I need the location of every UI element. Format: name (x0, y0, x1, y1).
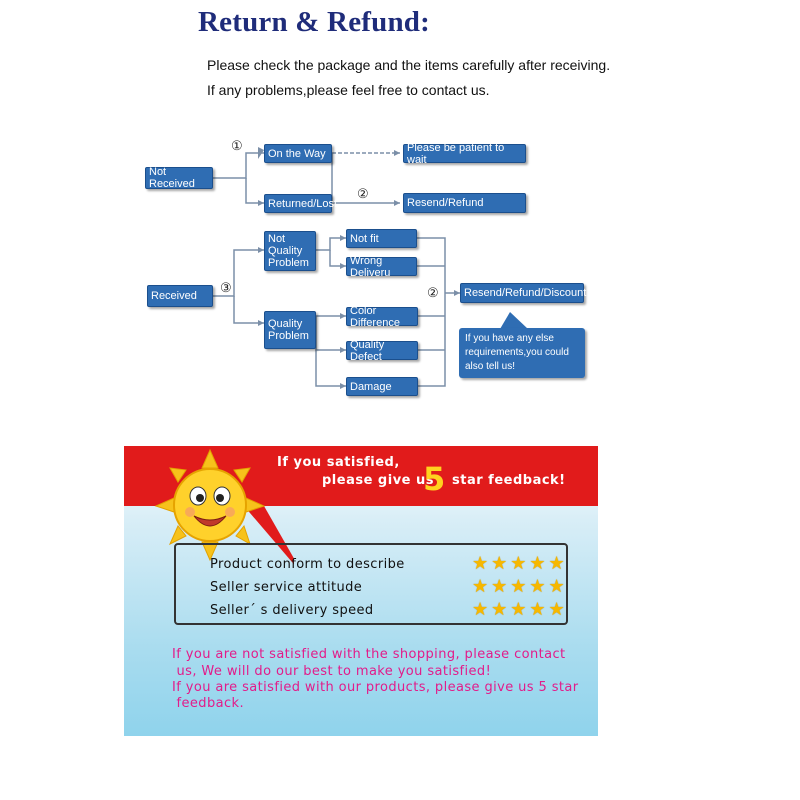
message-line-1: If you are not satisfied with the shoppi… (172, 647, 566, 662)
feedback-panel: If you satisfied, please give us 5 star … (124, 446, 598, 736)
message-line-3: If you are satisfied with our products, … (172, 680, 579, 695)
rating-box: Product conform to describe ★★★★★ Seller… (174, 543, 568, 625)
node-resend-refund-discount: Resend/Refund/Discount (460, 283, 586, 303)
node-not-received: Not Received (145, 166, 213, 190)
node-returned-lost: Returned/Lost (264, 194, 337, 213)
node-not-fit: Not fit (346, 229, 417, 248)
node-quality-problem: Quality Problem (264, 311, 316, 349)
feedback-five: 5 (423, 460, 446, 498)
node-color-difference: Color Difference (346, 305, 418, 329)
requirements-bubble: If you have any else requirements,you co… (459, 328, 585, 378)
step-marker-1: ① (231, 138, 243, 153)
node-damage: Damage (346, 377, 418, 396)
flow-connectors (213, 147, 460, 389)
rating-label-service: Seller service attitude (210, 580, 363, 595)
rating-stars-delivery: ★★★★★ (472, 599, 568, 619)
step-marker-3: ③ (220, 280, 232, 295)
rating-label-product: Product conform to describe (210, 557, 405, 572)
intro-line-2: If any problems,please feel free to cont… (207, 82, 490, 98)
message-line-2: us, We will do our best to make you sati… (172, 664, 492, 679)
bubble-pointer (500, 312, 528, 329)
node-quality-defect: Quality Defect (346, 339, 418, 363)
feedback-heading-1: If you satisfied, (277, 455, 400, 470)
sun-mascot-icon (154, 448, 294, 565)
node-resend-refund: Resend/Refund (403, 193, 526, 213)
node-received: Received (147, 285, 213, 307)
node-be-patient: Please be patient to wait (403, 142, 526, 166)
rating-stars-product: ★★★★★ (472, 553, 568, 573)
feedback-heading-2: please give us (322, 473, 435, 488)
rating-stars-service: ★★★★★ (472, 576, 568, 596)
rating-label-delivery: Seller´ s delivery speed (210, 603, 374, 618)
node-on-the-way: On the Way (264, 144, 332, 163)
page-title: Return & Refund: (198, 6, 430, 38)
step-marker-2: ② (357, 186, 369, 201)
message-line-4: feedback. (172, 696, 244, 711)
step-marker-2b: ② (427, 285, 439, 300)
feedback-heading-3: star feedback! (452, 473, 566, 488)
node-not-quality-problem: Not Quality Problem (264, 231, 316, 271)
intro-line-1: Please check the package and the items c… (207, 57, 611, 73)
node-wrong-delivery: Wrong Deliveru (346, 255, 417, 279)
